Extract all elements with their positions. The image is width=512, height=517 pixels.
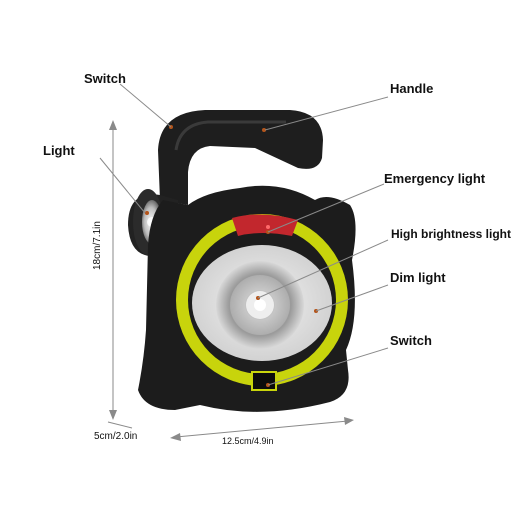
leader-high-brightness bbox=[257, 239, 389, 299]
handle-shape bbox=[158, 110, 323, 205]
label-high-brightness-light: High brightness light bbox=[391, 227, 511, 241]
dimension-width: 12.5cm/4.9in bbox=[222, 436, 274, 446]
leader-handle bbox=[264, 96, 389, 131]
label-light: Light bbox=[43, 143, 75, 158]
label-switch-bottom: Switch bbox=[390, 333, 432, 348]
leader-switch-top bbox=[119, 83, 172, 128]
width-arrow bbox=[175, 420, 349, 438]
label-switch-top: Switch bbox=[84, 71, 126, 86]
dimension-height: 18cm/7.1in bbox=[92, 221, 103, 270]
dimension-depth: 5cm/2.0in bbox=[94, 431, 138, 442]
label-handle: Handle bbox=[390, 81, 434, 96]
leader-switch-bottom bbox=[267, 347, 389, 386]
leader-emergency bbox=[267, 183, 385, 233]
emergency-light-lens bbox=[232, 214, 298, 236]
leader-dim bbox=[315, 284, 389, 312]
label-dim-light: Dim light bbox=[390, 270, 446, 285]
bottom-switch-button bbox=[251, 371, 277, 391]
leader-light bbox=[99, 157, 146, 214]
depth-arrow bbox=[107, 421, 133, 429]
label-emergency-light: Emergency light bbox=[384, 171, 486, 186]
